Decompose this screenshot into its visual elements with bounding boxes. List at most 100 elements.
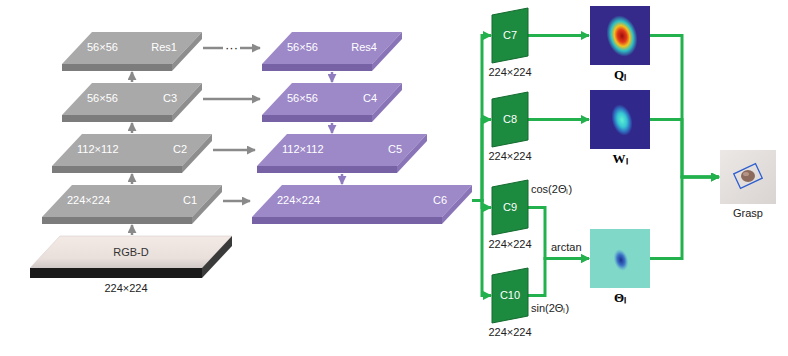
size-label: C6: [433, 194, 447, 207]
feature-layer-shape: [262, 32, 402, 71]
layer-front-face: [252, 217, 442, 224]
conv-plane: [492, 180, 528, 235]
connector-arrow: [331, 123, 334, 133]
grasp-image: Grasp: [720, 150, 776, 204]
feature-layer: 224×224 C6: [252, 185, 472, 224]
layer-label: 56×56: [287, 41, 318, 54]
image-side-face: [202, 236, 232, 278]
connector-arrow: [472, 201, 491, 296]
feature-layer-shape: [62, 83, 202, 122]
layer-top-face: [257, 134, 427, 166]
map-blob: [608, 102, 636, 138]
input-image-layer: RGB-D224×224: [30, 236, 232, 278]
size-label: Res4: [351, 41, 377, 54]
conv-plane: [492, 8, 528, 63]
connector-arrow: [472, 120, 491, 201]
size-label: 224×224: [104, 282, 147, 295]
feature-layer: 56×56 C3: [62, 83, 202, 122]
layer-label: Θₗ: [614, 290, 626, 305]
map-ground: [590, 90, 650, 149]
layer-front-face: [62, 115, 172, 122]
size-label: C3: [163, 92, 177, 105]
layer-front-face: [52, 166, 182, 173]
image-top-face: [30, 236, 232, 268]
connector-arrow: [528, 208, 589, 259]
connector-arrow: [223, 200, 250, 203]
connector-arrow: [131, 123, 134, 133]
connector-arrow: [341, 174, 344, 184]
connector-arrow: [131, 225, 134, 235]
conv-layer: C8224×224: [492, 92, 528, 147]
grasp-rectangle: [734, 164, 763, 189]
map-blob: [602, 12, 642, 60]
connector-arrow: [213, 149, 255, 152]
size-label: 224×224: [488, 66, 531, 79]
layer-top-face: [42, 185, 222, 217]
layer-label: Wₗ: [613, 151, 628, 166]
connector-arrow: [331, 72, 334, 82]
layer-label: 112×112: [282, 143, 324, 156]
map-ground: [590, 6, 650, 65]
grasp-image-shape: [720, 150, 776, 204]
connector-arrow: [203, 98, 260, 101]
layer-label: Qₗ: [614, 67, 626, 82]
edge-label: ···: [223, 41, 240, 54]
feature-layer-shape: [52, 134, 212, 173]
layer-label: Grasp: [733, 207, 763, 220]
layer-top-face: [252, 185, 472, 217]
layer-label: 56×56: [87, 41, 118, 54]
output-map-shape: [590, 90, 650, 149]
conv-layer: C10224×224: [492, 268, 528, 323]
feature-layer: 56×56 C4: [262, 83, 402, 122]
layer-front-face: [257, 166, 397, 173]
connector-arrow: [528, 118, 589, 121]
connector-arrow: [131, 72, 134, 82]
conv-plane: [492, 92, 528, 147]
layer-front-face: [262, 64, 372, 71]
connector-arrow: [528, 34, 589, 37]
layer-label: 224×224: [67, 194, 110, 207]
layer-label: C9: [503, 201, 517, 214]
connector-arrow: [472, 36, 491, 201]
output-map-shape: [590, 229, 650, 288]
layer-front-face: [62, 64, 172, 71]
layer-label: 112×112: [77, 143, 119, 156]
size-label: 224×224: [488, 238, 531, 251]
object: [741, 170, 755, 182]
feature-layer: 224×224C1: [42, 185, 222, 224]
connector-arrow: [650, 120, 719, 178]
annotation-label: sin(2Θₗ): [531, 302, 569, 315]
layer-label: 56×56: [87, 92, 118, 105]
photo-ground: [720, 150, 776, 204]
annotation-label: arctan: [551, 241, 582, 254]
size-label: C4: [363, 92, 377, 105]
layer-label: C8: [503, 113, 517, 126]
connector-arrow: [650, 177, 719, 259]
size-label: C5: [388, 143, 402, 156]
feature-layer-shape: [262, 83, 402, 122]
feature-layer: 56×56 Res4: [262, 32, 402, 71]
feature-layer: 112×112 C5: [257, 134, 427, 173]
layer-label: 56×56: [287, 92, 318, 105]
layer-front-face: [262, 115, 372, 122]
connector-arrow: [528, 259, 589, 296]
size-label: 224×224: [488, 326, 531, 339]
map-ground: [590, 229, 650, 288]
annotation-label: cos(2Θₗ): [531, 183, 572, 196]
map-blob: [611, 248, 630, 273]
size-label: C2: [173, 143, 187, 156]
size-label: 224×224: [488, 150, 531, 163]
output-map: Θₗ: [590, 229, 650, 288]
feature-layer: 56×56Res1: [62, 32, 202, 71]
layer-label: 224×224: [277, 194, 320, 207]
layer-label: C10: [500, 289, 520, 302]
conv-plane: [492, 268, 528, 323]
layer-label: RGB-D: [113, 246, 148, 259]
image-front-face: [30, 268, 202, 278]
output-map: Wₗ: [590, 90, 650, 149]
connector-arrow: [131, 174, 134, 184]
conv-layer: C9224×224: [492, 180, 528, 235]
output-map: Qₗ: [590, 6, 650, 65]
output-map-shape: [590, 6, 650, 65]
